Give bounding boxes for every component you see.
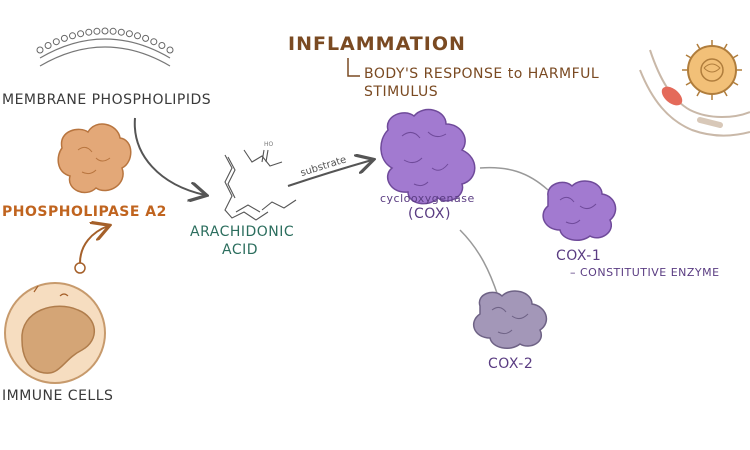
lipid-head bbox=[77, 30, 85, 38]
lipid-head bbox=[44, 42, 52, 49]
virus-spike bbox=[723, 43, 728, 50]
virus-spike bbox=[685, 81, 692, 86]
virus-spike bbox=[732, 54, 739, 59]
cyclooxygenase-label: cyclooxygenase bbox=[380, 192, 475, 205]
virus-spike bbox=[685, 54, 692, 59]
arrow-immune-to-pla2 bbox=[79, 226, 108, 264]
cox1-label: COX-1 bbox=[556, 248, 602, 264]
inflamed-arm-icon bbox=[639, 49, 750, 137]
svg-text:HO: HO bbox=[264, 141, 274, 148]
lipid-head bbox=[142, 34, 150, 42]
lipid-head bbox=[36, 46, 44, 54]
virus-spike bbox=[696, 90, 701, 97]
lipid-head bbox=[134, 32, 141, 40]
lipid-head bbox=[60, 34, 68, 42]
lipid-head bbox=[158, 42, 166, 49]
page-title: INFLAMMATION bbox=[288, 33, 466, 55]
definition-bracket bbox=[347, 58, 360, 77]
lipid-head bbox=[109, 27, 117, 35]
definition-line-1: BODY'S RESPONSE to HARMFUL bbox=[364, 66, 600, 82]
lipid-head bbox=[101, 27, 109, 35]
arachidonic-label-line-2: ACID bbox=[222, 242, 259, 258]
immune-cells-label: IMMUNE CELLS bbox=[2, 388, 114, 404]
membrane-phospholipids-label: MEMBRANE PHOSPHOLIPIDS bbox=[2, 92, 212, 108]
connector-cox-to-cox1 bbox=[479, 166, 549, 191]
lipid-head bbox=[52, 38, 60, 46]
lipid-head bbox=[117, 28, 125, 36]
cox-abbreviation-label: (COX) bbox=[408, 206, 451, 222]
arachidonic-label-line-1: ARACHIDONIC bbox=[190, 224, 295, 240]
lipid-head bbox=[93, 27, 101, 35]
immune-cell-icon bbox=[4, 262, 106, 384]
arrow-membrane-to-acid bbox=[133, 117, 205, 195]
cox-protein-icon bbox=[380, 108, 476, 205]
virus-icon bbox=[682, 40, 742, 100]
lipid-head bbox=[125, 30, 133, 38]
lipid-head bbox=[69, 32, 76, 40]
cox2-protein-icon bbox=[472, 290, 548, 350]
lipid-head bbox=[150, 38, 158, 46]
virus-spike bbox=[696, 43, 701, 50]
phospholipase-a2-label: PHOSPHOLIPASE A2 bbox=[2, 204, 167, 220]
lipid-head bbox=[85, 28, 93, 36]
arrow-acid-to-cox bbox=[287, 160, 372, 187]
phospholipid-bilayer-icon bbox=[36, 27, 174, 67]
virus-spike bbox=[732, 81, 739, 86]
virus-spike bbox=[723, 90, 728, 97]
arachidonic-acid-structure: HO bbox=[224, 141, 297, 221]
phospholipase-a2-icon bbox=[57, 123, 132, 194]
definition-line-2: STIMULUS bbox=[364, 84, 439, 100]
cox1-description: – CONSTITUTIVE ENZYME bbox=[570, 266, 720, 279]
cox1-protein-icon bbox=[542, 180, 617, 242]
cox2-label: COX-2 bbox=[488, 356, 534, 372]
connector-cox-to-cox2 bbox=[459, 229, 499, 297]
lipid-head bbox=[166, 46, 174, 54]
